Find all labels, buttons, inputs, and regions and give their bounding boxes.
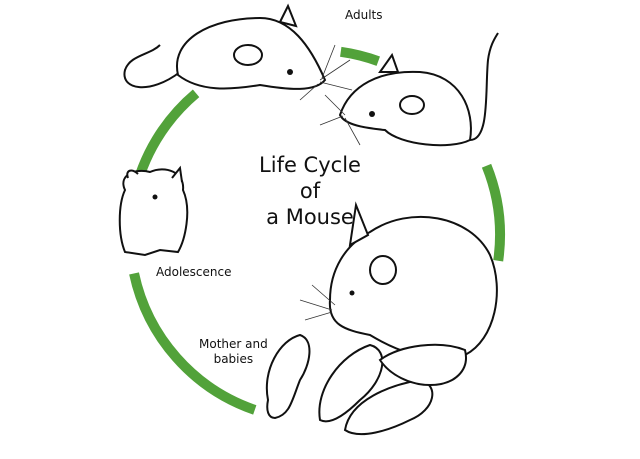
adult-mouse-left: [123, 3, 353, 101]
label-mother-line1: Mother and: [199, 337, 268, 351]
baby-mice: [265, 333, 467, 436]
label-adults: Adults: [345, 8, 383, 22]
arc-bottom-left: [129, 272, 257, 415]
mother-mouse: [299, 201, 498, 360]
title-line3: a Mouse: [266, 205, 354, 229]
diagram-title: Life Cycle of a Mouse: [210, 152, 410, 230]
arc-right: [481, 163, 505, 262]
label-mother-line2: babies: [213, 352, 254, 366]
label-mother-and-babies: Mother and babies: [199, 337, 268, 367]
arc-adults: [339, 46, 380, 66]
adolescent-mouse: [118, 165, 189, 257]
title-line1: Life Cycle: [259, 153, 361, 177]
label-adolescence: Adolescence: [156, 265, 232, 279]
adult-mouse-right: [319, 32, 499, 147]
title-line2: of: [299, 179, 321, 203]
